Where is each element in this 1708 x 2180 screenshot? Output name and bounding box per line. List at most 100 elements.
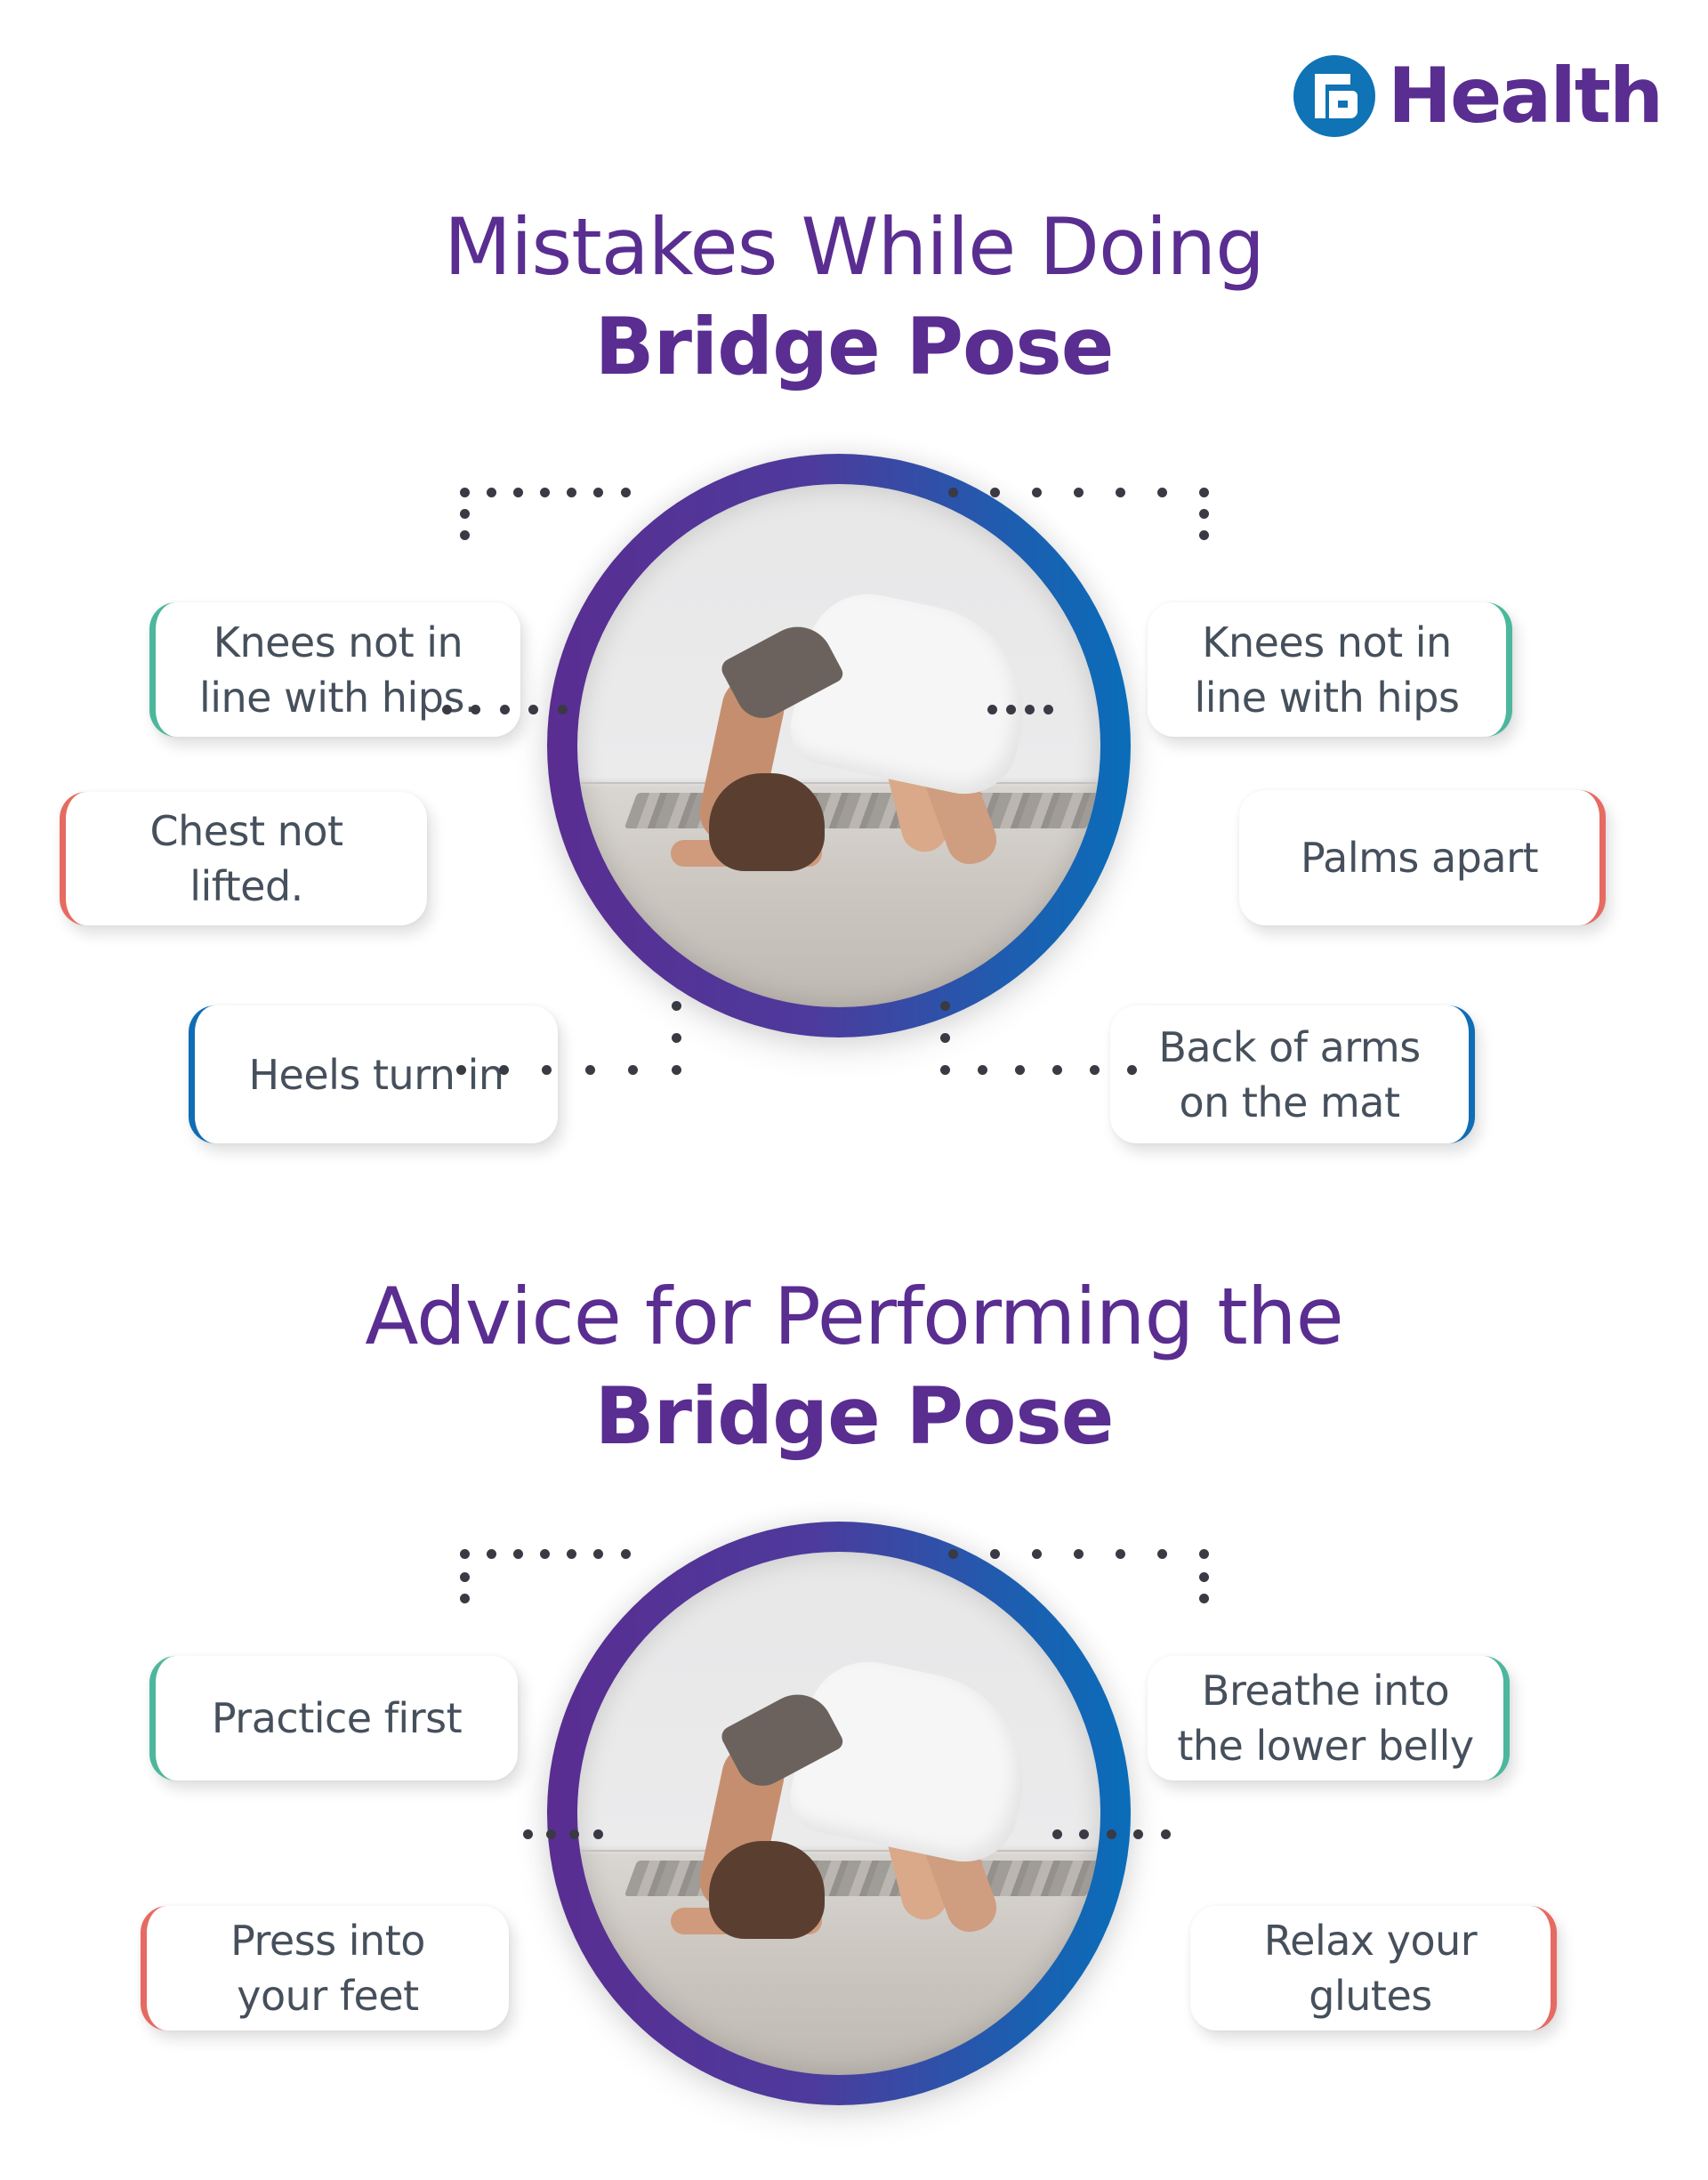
connector-dot <box>1156 487 1167 497</box>
connector-dot <box>947 487 958 497</box>
connector-dot <box>1106 1829 1116 1839</box>
advice-card-relax: Relax your glutes <box>1190 1906 1557 2031</box>
connector-dot <box>545 1829 556 1839</box>
connector-dot <box>1031 1548 1042 1559</box>
connector-dot <box>1156 1548 1167 1559</box>
connector-dot <box>1126 1064 1137 1075</box>
mistake-text: Chest not lifted. <box>149 807 343 910</box>
connector-dot <box>567 1548 577 1559</box>
mistake-card-chest: Chest not lifted. <box>60 792 427 925</box>
connector-dot <box>1115 487 1125 497</box>
connector-dot <box>471 704 480 715</box>
connector-dot <box>459 1548 470 1559</box>
pose-image-ring <box>547 454 1131 1038</box>
connector-dot <box>569 1829 580 1839</box>
brand-logo[interactable]: Health <box>1293 52 1664 141</box>
advice-card-breathe: Breathe into the lower belly <box>1148 1656 1510 1780</box>
advice-text: Practice first <box>211 1694 463 1742</box>
mistake-text: Knees not in line with hips. <box>198 618 478 722</box>
mistake-card-palms: Palms apart <box>1239 790 1606 925</box>
connector-dot <box>1014 1064 1025 1075</box>
mistake-text: Back of arms on the mat <box>1158 1022 1421 1126</box>
mistake-text: Palms apart <box>1300 834 1539 882</box>
connector-dot <box>939 1064 950 1075</box>
advice-card-practice: Practice first <box>149 1656 518 1780</box>
connector-dot <box>512 1548 523 1559</box>
connector-dot <box>486 1548 496 1559</box>
brand-name: Health <box>1388 52 1664 141</box>
connector-dot <box>628 1064 639 1075</box>
connector-dot <box>584 1064 595 1075</box>
connector-dot <box>1031 487 1042 497</box>
connector-dot <box>542 1064 552 1075</box>
connector-dot <box>671 1032 681 1043</box>
connector-dot <box>671 1064 681 1075</box>
connector-dot <box>459 529 470 540</box>
connector-dot <box>620 487 631 497</box>
connector-dot <box>947 1548 958 1559</box>
connector-dot <box>455 1064 466 1075</box>
mistake-card-knees-left: Knees not in line with hips. <box>149 602 520 737</box>
connector-dot <box>528 704 538 715</box>
section-title-mistakes: Mistakes While Doing Bridge Pose <box>0 198 1708 397</box>
connector-dot <box>671 1000 681 1011</box>
connector-dot <box>1198 1571 1209 1582</box>
mistake-card-back-of-arms: Back of arms on the mat <box>1110 1005 1475 1143</box>
connector-dot <box>989 487 1000 497</box>
connector-dot <box>540 1548 550 1559</box>
connector-dot <box>593 1548 604 1559</box>
connector-dot <box>459 1593 470 1603</box>
connector-dot <box>939 1000 950 1011</box>
connector-dot <box>459 508 470 519</box>
mistake-text: Knees not in line with hips <box>1194 618 1460 722</box>
connector-dot <box>1198 508 1209 519</box>
title-line-2: Bridge Pose <box>594 1370 1115 1462</box>
logo-b-icon <box>1293 55 1375 137</box>
connector-dot <box>1198 487 1209 497</box>
connector-dot <box>1198 1593 1209 1603</box>
connector-dot <box>1005 704 1016 715</box>
advice-text: Relax your glutes <box>1263 1917 1478 2020</box>
connector-dot <box>1073 487 1084 497</box>
connector-dot <box>441 704 452 715</box>
connector-dot <box>459 487 470 497</box>
connector-dot <box>1079 1829 1089 1839</box>
connector-dot <box>522 1829 533 1839</box>
connector-dot <box>499 704 510 715</box>
connector-dot <box>592 1829 603 1839</box>
connector-dot <box>1198 529 1209 540</box>
mistake-card-knees-right: Knees not in line with hips <box>1148 602 1512 737</box>
advice-text: Breathe into the lower belly <box>1177 1667 1474 1770</box>
connector-dot <box>498 1064 509 1075</box>
connector-dot <box>567 487 577 497</box>
connector-dot <box>1051 1064 1062 1075</box>
section-title-advice: Advice for Performing the Bridge Pose <box>0 1267 1708 1466</box>
connector-dot <box>1051 1829 1062 1839</box>
connector-dot <box>512 487 523 497</box>
pose-image-ring <box>547 1522 1131 2105</box>
advice-card-press-feet: Press into your feet <box>141 1906 509 2031</box>
connector-dot <box>459 1571 470 1582</box>
bridge-pose-photo <box>577 484 1100 1007</box>
title-line-1: Advice for Performing the <box>365 1271 1343 1362</box>
bridge-pose-photo <box>577 1552 1100 2075</box>
connector-dot <box>557 704 568 715</box>
connector-dot <box>1133 1829 1143 1839</box>
yoga-mat <box>624 792 1100 828</box>
title-line-2: Bridge Pose <box>594 301 1115 392</box>
yoga-mat <box>624 1860 1100 1896</box>
connector-dot <box>1043 704 1053 715</box>
connector-dot <box>486 487 496 497</box>
connector-dot <box>540 487 550 497</box>
connector-dot <box>1160 1829 1171 1839</box>
mistake-text: Heels turn in <box>248 1050 504 1099</box>
connector-dot <box>1115 1548 1125 1559</box>
connector-dot <box>939 1032 950 1043</box>
advice-text: Press into your feet <box>230 1917 425 2020</box>
mistake-card-heels: Heels turn in <box>189 1005 558 1143</box>
connector-dot <box>977 1064 987 1075</box>
connector-dot <box>989 1548 1000 1559</box>
connector-dot <box>593 487 604 497</box>
connector-dot <box>1073 1548 1084 1559</box>
connector-dot <box>1089 1064 1100 1075</box>
